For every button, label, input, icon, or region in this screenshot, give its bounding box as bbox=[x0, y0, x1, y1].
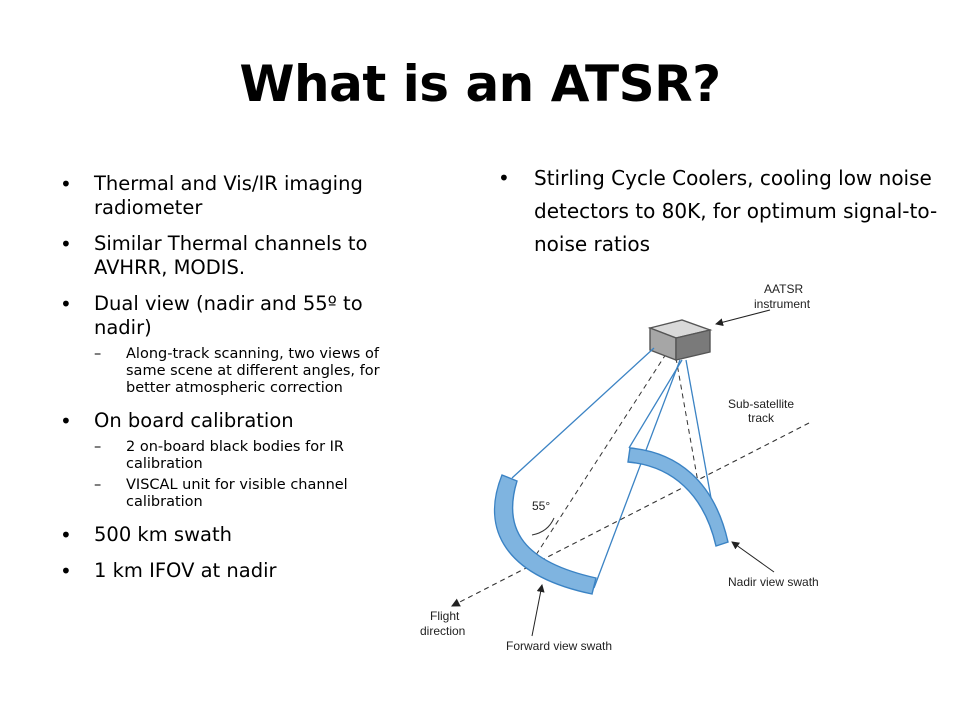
flight-direction-line bbox=[451, 422, 810, 607]
angle-label: 55° bbox=[532, 499, 550, 513]
subsatellite-label-line2: track bbox=[748, 411, 775, 425]
sub-bullet-item: – Along-track scanning, two views of same… bbox=[94, 346, 420, 397]
flight-direction-label-line2: direction bbox=[420, 624, 465, 638]
sub-bullet-text: Along-track scanning, two views of same … bbox=[126, 346, 380, 396]
bullet-text: Stirling Cycle Coolers, cooling low nois… bbox=[534, 166, 938, 256]
instrument-label-line2: instrument bbox=[754, 297, 811, 311]
forward-view-swath bbox=[493, 474, 597, 595]
bullet-icon: • bbox=[60, 559, 72, 583]
bullet-icon: • bbox=[60, 292, 72, 316]
nadir-swath-pointer bbox=[731, 541, 775, 573]
bullet-text: 500 km swath bbox=[94, 523, 232, 546]
bullet-icon: • bbox=[60, 232, 72, 256]
subsatellite-label-line1: Sub-satellite bbox=[728, 397, 794, 411]
forward-beam-inner bbox=[593, 359, 681, 589]
bullet-icon: • bbox=[60, 523, 72, 547]
dash-icon: – bbox=[94, 439, 102, 455]
bullet-item: • Stirling Cycle Coolers, cooling low noi… bbox=[498, 162, 953, 261]
bullet-item: • 500 km swath bbox=[60, 523, 420, 547]
nadir-view-swath bbox=[627, 447, 729, 547]
bullet-text: Similar Thermal channels to AVHRR, MODIS… bbox=[94, 232, 368, 279]
sub-bullet-item: – VISCAL unit for visible channel calibra… bbox=[94, 477, 420, 511]
aatsr-instrument-icon bbox=[647, 319, 713, 362]
bullet-item: • Dual view (nadir and 55º to nadir) – Alo… bbox=[60, 292, 420, 397]
sub-bullet-text: 2 on-board black bodies for IR calibrati… bbox=[126, 439, 344, 472]
aatsr-viewing-geometry-diagram: 55° AATSR instrument Sub-satellite track… bbox=[420, 282, 819, 653]
slide-title: What is an ATSR? bbox=[239, 55, 721, 113]
bullet-text: Thermal and Vis/IR imaging radiometer bbox=[94, 172, 363, 219]
instrument-pointer bbox=[715, 309, 771, 327]
dash-icon: – bbox=[94, 477, 102, 493]
bullet-item: • 1 km IFOV at nadir bbox=[60, 559, 420, 583]
forward-beam-outer bbox=[511, 347, 655, 479]
sub-bullet-list: – 2 on-board black bodies for IR calibrat… bbox=[94, 439, 420, 511]
bullet-text: 1 km IFOV at nadir bbox=[94, 559, 277, 582]
nadir-dashed-line bbox=[675, 357, 700, 489]
flight-direction-label-line1: Flight bbox=[430, 609, 460, 623]
bullet-text: On board calibration bbox=[94, 409, 294, 432]
dash-icon: – bbox=[94, 346, 102, 362]
instrument-label-line1: AATSR bbox=[764, 282, 803, 296]
forward-swath-label: Forward view swath bbox=[506, 639, 612, 653]
bullet-icon: • bbox=[60, 409, 72, 433]
sub-bullet-list: – Along-track scanning, two views of same… bbox=[94, 346, 420, 397]
bullet-item: • On board calibration – 2 on-board black … bbox=[60, 409, 420, 511]
bullet-item: • Similar Thermal channels to AVHRR, MODI… bbox=[60, 232, 420, 280]
sub-bullet-text: VISCAL unit for visible channel calibrat… bbox=[126, 477, 348, 510]
sub-bullet-item: – 2 on-board black bodies for IR calibrat… bbox=[94, 439, 420, 473]
bullet-item: • Thermal and Vis/IR imaging radiometer bbox=[60, 172, 420, 220]
left-bullet-list: • Thermal and Vis/IR imaging radiometer •… bbox=[60, 172, 420, 595]
forward-swath-pointer bbox=[531, 584, 545, 637]
bullet-icon: • bbox=[498, 166, 510, 190]
angle-arc bbox=[531, 517, 555, 536]
bullet-icon: • bbox=[60, 172, 72, 196]
right-bullet-list: • Stirling Cycle Coolers, cooling low noi… bbox=[498, 162, 953, 273]
bullet-text: Dual view (nadir and 55º to nadir) bbox=[94, 292, 363, 339]
nadir-swath-label: Nadir view swath bbox=[728, 575, 819, 589]
forward-dashed-line bbox=[533, 353, 667, 559]
nadir-beam-left bbox=[628, 359, 683, 449]
